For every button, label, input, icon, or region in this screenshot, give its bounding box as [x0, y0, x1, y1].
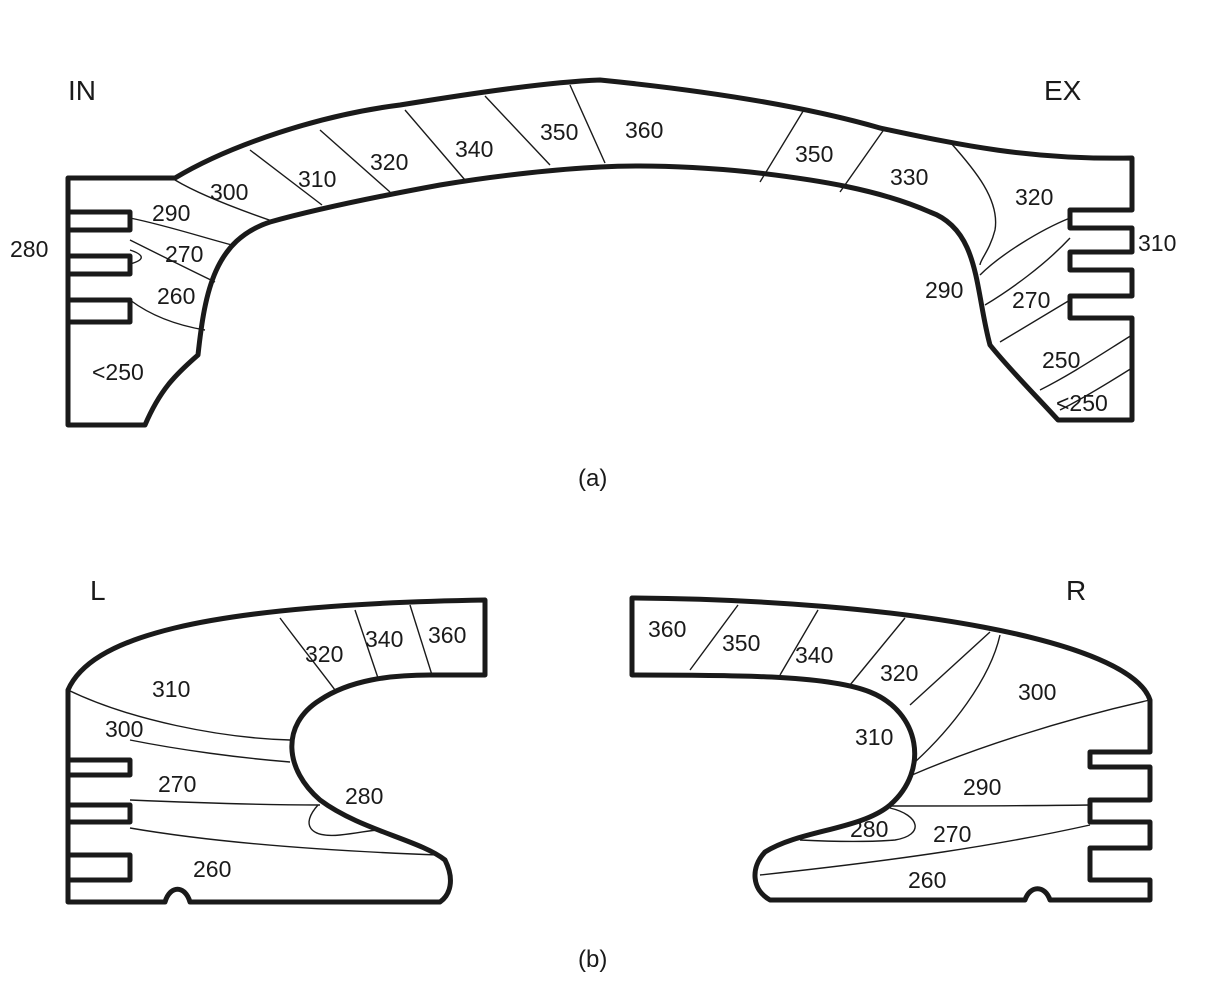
isotherm-line: [129, 239, 216, 283]
isotherms-b-right: [689, 604, 1151, 876]
isotherm-line: [911, 699, 1151, 776]
temp-label: 360: [625, 117, 663, 143]
temp-label: 290: [925, 277, 963, 303]
isotherm-line: [759, 824, 1091, 876]
temp-label: 340: [455, 136, 493, 162]
isotherms-b-left: [67, 604, 441, 856]
temp-label: 260: [157, 283, 195, 309]
isotherm-line: [129, 827, 441, 856]
isotherm-line: [1059, 367, 1133, 411]
isotherm-line: [319, 129, 391, 193]
isotherm-line: [799, 807, 916, 843]
isotherm-line: [1039, 334, 1133, 391]
temp-label: 310: [298, 166, 336, 192]
isotherm-line: [129, 249, 142, 265]
isotherm-line: [404, 109, 466, 181]
isotherm-line: [569, 84, 606, 164]
temp-label: 360: [648, 616, 686, 642]
exhaust-side-label: EX: [1044, 75, 1082, 106]
isotherm-line: [999, 299, 1071, 343]
right-side-label: R: [1066, 575, 1086, 606]
isotherm-line: [979, 217, 1071, 276]
temp-label: 270: [165, 241, 203, 267]
isotherm-line: [174, 179, 276, 223]
isotherm-line: [129, 217, 233, 246]
temp-label: 330: [890, 164, 928, 190]
temp-label: 350: [795, 141, 833, 167]
isotherm-line: [308, 804, 381, 837]
temp-label: 270: [1012, 287, 1050, 313]
isotherm-line: [759, 107, 806, 183]
temp-label: 340: [795, 642, 833, 668]
temp-label: 310: [152, 676, 190, 702]
temp-label: 280: [850, 816, 888, 842]
temperature-labels-b-left: 310 320 340 360 300 270 280 260: [105, 622, 466, 882]
ring-grooves-in: [65, 209, 133, 325]
temp-label: 270: [933, 821, 971, 847]
isotherm-line: [129, 299, 206, 331]
temp-label: 300: [210, 179, 248, 205]
isotherm-line: [689, 604, 739, 671]
temp-label: 340: [365, 626, 403, 652]
isotherm-line: [249, 149, 323, 206]
caption-b: (b): [578, 946, 607, 973]
piston-a-outline: [65, 77, 1135, 428]
isotherm-line: [889, 804, 1091, 807]
isotherm-line: [129, 799, 321, 806]
left-side-label: L: [90, 575, 106, 606]
temp-label: 300: [1018, 679, 1056, 705]
isotherm-line: [984, 237, 1071, 306]
isotherm-line: [849, 617, 906, 686]
piston-b-right-outline: [629, 595, 1153, 903]
isotherm-line: [129, 739, 291, 763]
isotherms-a: [129, 84, 1133, 411]
temp-label: <250: [1056, 390, 1108, 416]
intake-side-label: IN: [68, 75, 96, 106]
temp-label: 320: [1015, 184, 1053, 210]
isotherm-line: [409, 604, 433, 676]
temp-label: 310: [1138, 230, 1176, 256]
panel-a: 300 310 320 340 350 360 350 330 320 290 …: [10, 75, 1176, 492]
isotherm-line: [779, 609, 819, 676]
temp-label: <250: [92, 359, 144, 385]
temp-label: 320: [305, 641, 343, 667]
isotherm-line: [279, 617, 336, 691]
temp-label: 260: [193, 856, 231, 882]
temp-label: 290: [152, 200, 190, 226]
isotherm-line: [484, 95, 551, 166]
temp-label: 250: [1042, 347, 1080, 373]
temp-label: 280: [345, 783, 383, 809]
temp-label: 290: [963, 774, 1001, 800]
temp-label: 260: [908, 867, 946, 893]
temp-label: 320: [370, 149, 408, 175]
temp-label: 300: [105, 716, 143, 742]
isotherm-line: [914, 634, 1001, 763]
caption-a: (a): [578, 465, 607, 492]
isotherm-line: [354, 609, 379, 679]
isotherm-line: [909, 631, 991, 706]
temp-label: 280: [10, 236, 48, 262]
temp-label: 350: [722, 630, 760, 656]
temp-label: 310: [855, 724, 893, 750]
temp-label: 320: [880, 660, 918, 686]
panel-b: 310 320 340 360 300 270 280 260 360 350 …: [65, 575, 1153, 973]
temp-label: 270: [158, 771, 196, 797]
isotherm-line: [949, 141, 997, 266]
temperature-labels-b-right: 360 350 340 320 300 310 290 280 270 260: [648, 616, 1056, 893]
isotherm-line: [839, 127, 886, 193]
temp-label: 350: [540, 119, 578, 145]
piston-b-left-outline: [65, 597, 488, 905]
ring-grooves-l: [65, 757, 133, 883]
temperature-labels-a: 300 310 320 340 350 360 350 330 320 290 …: [10, 117, 1176, 416]
temp-label: 360: [428, 622, 466, 648]
isotherm-line: [67, 689, 291, 741]
